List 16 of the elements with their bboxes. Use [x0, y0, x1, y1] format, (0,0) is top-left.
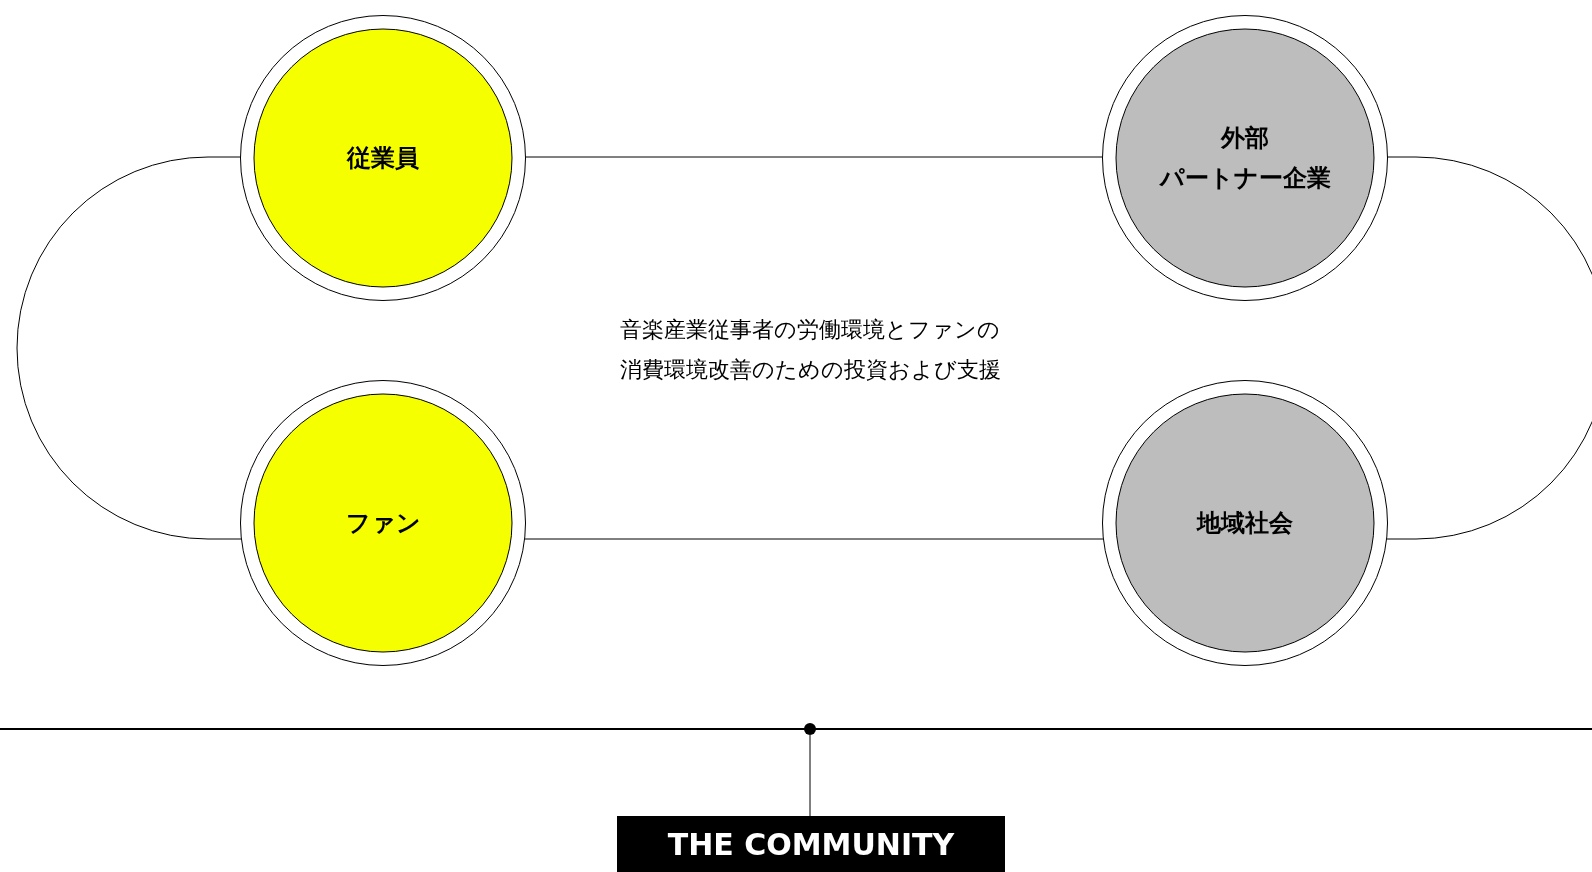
connector-line — [809, 734, 811, 817]
connector-line — [1386, 156, 1592, 540]
connector-line — [525, 156, 1103, 158]
label-box: THE COMMUNITY — [617, 816, 1005, 872]
center-text: 音楽産業従事者の労働環境とファンの消費環境改善のための投資および支援 — [618, 316, 1002, 384]
connector-line — [16, 156, 242, 540]
circle-label: 従業員 — [345, 143, 420, 174]
stakeholder-circle — [1102, 380, 1388, 666]
stakeholder-circle — [1102, 15, 1388, 301]
connector-line — [524, 538, 1104, 540]
stakeholder-circle — [240, 15, 526, 301]
circle-label: 地域社会 — [1195, 508, 1294, 539]
circle-label: 外部パートナー企業 — [1158, 123, 1332, 194]
junction-dot — [804, 723, 816, 735]
circle-label: ファン — [344, 508, 422, 539]
stakeholder-circle — [240, 380, 526, 666]
